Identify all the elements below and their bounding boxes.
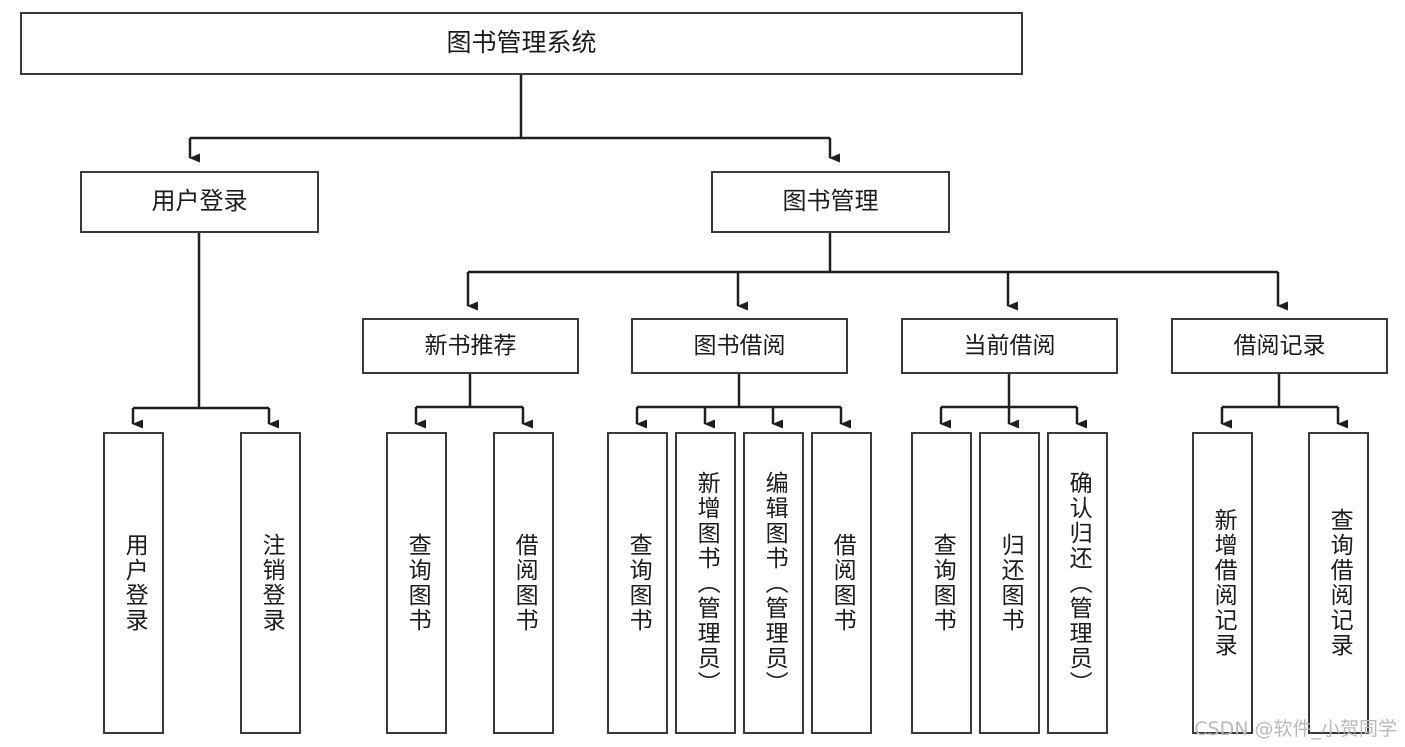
- leaf-user-login[interactable]: 用户登录: [103, 432, 164, 734]
- node-label: 借阅图书: [829, 533, 856, 633]
- leaf-query-book-current[interactable]: 查询图书: [911, 432, 972, 734]
- node-label: 当前借阅: [963, 332, 1056, 359]
- node-label: 用户登录: [121, 533, 148, 633]
- node-label: 新增借阅记录: [1210, 508, 1237, 658]
- leaf-borrow-book-borrow[interactable]: 借阅图书: [811, 432, 872, 734]
- csdn-watermark: CSDN @软件_小贺同学: [1194, 718, 1397, 740]
- leaf-logout-login[interactable]: 注销登录: [240, 432, 301, 734]
- node-label: 新书推荐: [424, 332, 517, 359]
- node-label: 图书管理系统: [446, 28, 597, 58]
- node-label: 新增图书（管理员）: [693, 470, 720, 696]
- node-label: 确认归还（管理员）: [1065, 470, 1092, 696]
- node-label: 用户登录: [151, 187, 248, 216]
- leaf-query-borrow-record[interactable]: 查询借阅记录: [1308, 432, 1369, 734]
- node-label: 图书借阅: [693, 332, 786, 359]
- leaf-return-book[interactable]: 归还图书: [979, 432, 1040, 734]
- node-label: 图书管理: [782, 187, 879, 216]
- node-new-book-recommend[interactable]: 新书推荐: [362, 318, 579, 374]
- node-label: 编辑图书（管理员）: [761, 470, 788, 696]
- node-label: 查询图书: [404, 533, 431, 633]
- node-label: 注销登录: [258, 533, 285, 633]
- leaf-edit-book-admin[interactable]: 编辑图书（管理员）: [743, 432, 804, 734]
- node-user-login[interactable]: 用户登录: [80, 171, 319, 233]
- node-root-book-management-system[interactable]: 图书管理系统: [20, 12, 1023, 75]
- node-label: 借阅记录: [1233, 332, 1326, 359]
- leaf-confirm-return-admin[interactable]: 确认归还（管理员）: [1047, 432, 1108, 734]
- leaf-borrow-book-new-book[interactable]: 借阅图书: [493, 432, 554, 734]
- leaf-add-borrow-record[interactable]: 新增借阅记录: [1192, 432, 1253, 734]
- node-book-management[interactable]: 图书管理: [711, 171, 950, 233]
- leaf-query-book-borrow[interactable]: 查询图书: [607, 432, 668, 734]
- node-current-borrow[interactable]: 当前借阅: [901, 318, 1118, 374]
- node-label: 借阅图书: [511, 533, 538, 633]
- leaf-add-book-admin[interactable]: 新增图书（管理员）: [675, 432, 736, 734]
- node-label: 查询借阅记录: [1326, 508, 1353, 658]
- node-label: 归还图书: [997, 533, 1024, 633]
- node-label: 查询图书: [929, 533, 956, 633]
- node-book-borrow[interactable]: 图书借阅: [631, 318, 848, 374]
- node-borrow-record[interactable]: 借阅记录: [1171, 318, 1388, 374]
- leaf-query-book-new-book[interactable]: 查询图书: [386, 432, 447, 734]
- node-label: 查询图书: [625, 533, 652, 633]
